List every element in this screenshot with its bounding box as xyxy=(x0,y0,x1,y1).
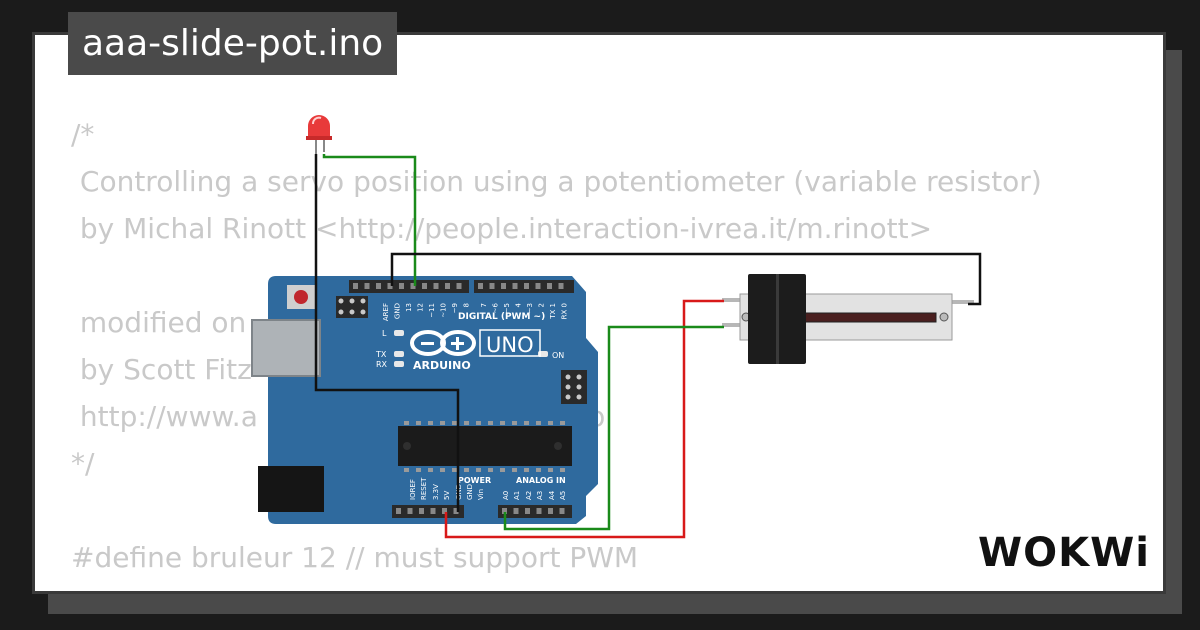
code-background: /* Controlling a servo position using a … xyxy=(71,111,1042,581)
wire-5v-to-pot xyxy=(444,299,724,539)
bottom-pin-label: 5V xyxy=(443,491,451,500)
top-pin-label: ~11 xyxy=(428,303,436,318)
led-rx xyxy=(394,361,404,367)
top-pin-label: TX 1 xyxy=(549,303,557,320)
led-tx xyxy=(394,351,404,357)
code-line: #define bruleur 12 // must support PWM xyxy=(71,541,639,574)
pot-pin-2 xyxy=(722,323,746,327)
bottom-pin-label: A0 xyxy=(502,491,510,500)
wire-pot-to-gnd xyxy=(390,252,982,306)
led-l xyxy=(394,330,404,336)
bottom-pin-label: RESET xyxy=(420,477,428,500)
pot-pin-3 xyxy=(950,300,974,304)
top-pin-label: 12 xyxy=(417,303,425,312)
pot-track xyxy=(795,312,937,323)
code-line: */ xyxy=(71,447,95,480)
project-title[interactable]: aaa-slide-pot.ino xyxy=(68,12,398,75)
top-pin-label: AREF xyxy=(382,303,390,321)
model-label: UNO xyxy=(486,333,534,357)
arduino-logo-text: ARDUINO xyxy=(413,359,471,372)
top-pin-label: ~5 xyxy=(503,303,511,313)
code-line: by Michal Rinott <http://people.interact… xyxy=(71,212,933,245)
bottom-pin-label: A4 xyxy=(548,490,556,500)
top-pin-label: 13 xyxy=(405,303,413,312)
bottom-pin-label: GND xyxy=(466,484,474,500)
wokwi-logo: WOKWi xyxy=(978,530,1150,576)
code-line: modified on xyxy=(71,306,247,339)
wires xyxy=(314,154,982,539)
digital-label: DIGITAL (PWM ~) xyxy=(458,312,545,322)
top-pin-label: ~6 xyxy=(492,302,500,313)
slide-potentiometer[interactable] xyxy=(722,274,974,364)
top-pin-label: ~9 xyxy=(451,303,459,313)
icsp-header-right xyxy=(561,370,587,404)
code-line: Controlling a servo position using a pot… xyxy=(71,165,1042,198)
top-pin-label: 7 xyxy=(480,303,488,307)
analog-label: ANALOG IN xyxy=(516,476,566,485)
top-pin-label: GND xyxy=(394,303,402,319)
atmega-chip xyxy=(398,426,572,466)
bottom-pin-label: A2 xyxy=(525,491,533,500)
red-led[interactable] xyxy=(306,115,332,154)
led-label-tx: TX xyxy=(375,350,387,359)
power-header xyxy=(392,505,464,518)
bottom-pin-label: A5 xyxy=(559,491,567,500)
arduino-infinity-icon xyxy=(410,330,476,356)
top-pin-label: ~3 xyxy=(526,303,534,313)
code-line: /* xyxy=(71,118,95,151)
bottom-pin-label: 3.3V xyxy=(432,484,440,500)
power-label: POWER xyxy=(458,476,491,485)
uno-badge xyxy=(479,329,541,357)
bottom-pin-label: Vin xyxy=(477,489,485,500)
reset-button-cap xyxy=(294,290,308,304)
wokwi-logo-text: WOKWi xyxy=(978,530,1150,576)
top-pin-label: RX 0 xyxy=(561,303,569,319)
top-pin-label: ~10 xyxy=(440,303,448,318)
top-pin-label: 4 xyxy=(515,302,523,307)
pot-pin-1 xyxy=(722,298,746,302)
wire-a0-to-pot xyxy=(503,325,724,531)
top-pin-label: 8 xyxy=(463,303,471,307)
bottom-pin-label: IOREF xyxy=(409,479,417,500)
preview-card[interactable]: /* Controlling a servo position using a … xyxy=(32,32,1166,594)
bottom-pin-label: A1 xyxy=(513,491,521,500)
wire-led-to-pin12 xyxy=(322,154,417,286)
power-jack xyxy=(258,466,324,512)
led-label-l: L xyxy=(382,329,387,338)
code-line: by Scott Fitz xyxy=(71,353,252,386)
usb-port xyxy=(251,319,321,377)
on-label: ON xyxy=(552,351,564,360)
top-pin-label: 2 xyxy=(538,303,546,307)
led-label-rx: RX xyxy=(376,360,388,369)
wire-led-to-gnd xyxy=(314,154,460,512)
bottom-pin-label: A3 xyxy=(536,491,544,500)
